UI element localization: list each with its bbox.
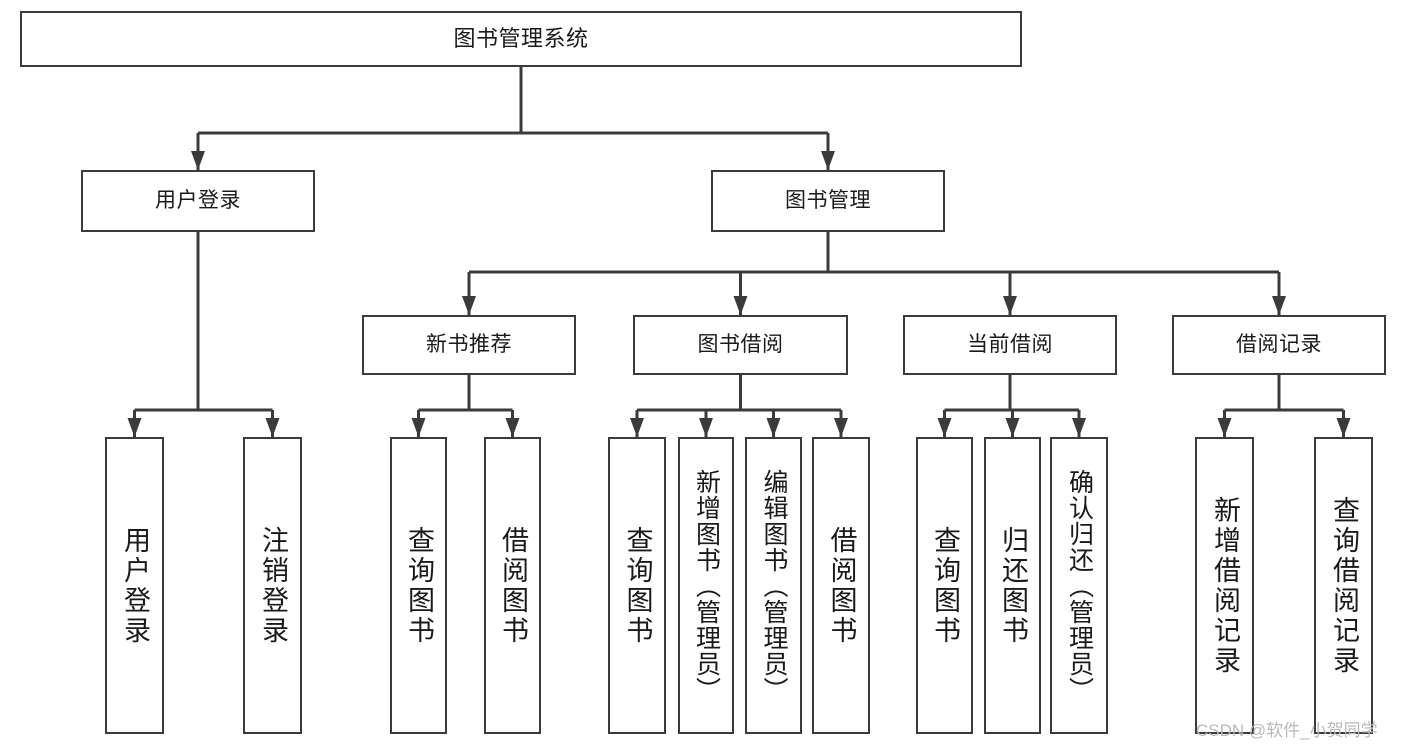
node-leaf-user-login[interactable]: 用户登录 [105,437,164,734]
node-leaf-logout-login-label: 注销登录 [258,525,288,646]
arrowhead-book-borrow-2 [766,418,781,437]
arrowhead-book-management-2 [1003,296,1017,315]
arrowhead-book-borrow-1 [699,418,713,437]
arrowhead-new-book-recommend-1 [505,418,520,437]
node-leaf-edit-book-admin[interactable]: 编辑图书（管理员） [745,437,802,734]
arrowhead-book-borrow-3 [834,418,848,437]
arrowhead-book-management-0 [462,296,476,315]
node-leaf-borrow-book[interactable]: 借阅图书 [812,437,870,734]
node-book-management[interactable]: 图书管理 [711,170,945,232]
node-leaf-query-book-recommend[interactable]: 查询图书 [390,437,447,734]
node-book-borrow-label: 图书借阅 [697,332,784,356]
node-leaf-add-book-admin[interactable]: 新增图书（管理员） [678,437,734,734]
node-leaf-query-book-recommend-label: 查询图书 [404,525,434,646]
node-current-borrow-label: 当前借阅 [967,332,1053,356]
node-leaf-query-borrow-record-label: 查询借阅记录 [1329,495,1359,676]
arrowhead-book-management-3 [1272,296,1286,315]
node-leaf-user-login-label: 用户登录 [120,525,150,646]
node-leaf-query-book-current-label: 查询图书 [930,525,960,646]
node-borrow-record[interactable]: 借阅记录 [1172,315,1386,375]
node-leaf-borrow-book-recommend-label: 借阅图书 [498,525,528,646]
node-leaf-query-book-current[interactable]: 查询图书 [916,437,973,734]
node-leaf-query-book-borrow-label: 查询图书 [622,525,653,646]
node-leaf-add-borrow-record-label: 新增借阅记录 [1210,495,1240,676]
arrowhead-root-0 [191,151,205,170]
node-leaf-borrow-book-recommend[interactable]: 借阅图书 [484,437,541,734]
arrowhead-book-borrow-0 [630,418,644,437]
arrowhead-user-login-0 [127,418,142,437]
node-leaf-edit-book-admin-label: 编辑图书（管理员） [760,468,788,703]
node-leaf-query-borrow-record[interactable]: 查询借阅记录 [1314,437,1373,734]
node-new-book-recommend-label: 新书推荐 [426,332,512,356]
node-leaf-return-book[interactable]: 归还图书 [984,437,1041,734]
node-leaf-confirm-return-admin-label: 确认归还（管理员） [1065,468,1094,703]
node-leaf-confirm-return-admin[interactable]: 确认归还（管理员） [1050,437,1108,734]
node-leaf-borrow-book-label: 借阅图书 [826,525,857,646]
node-root-system-title: 图书管理系统 [20,11,1022,67]
node-current-borrow[interactable]: 当前借阅 [903,315,1117,375]
arrowhead-current-borrow-1 [1005,418,1020,437]
arrowhead-user-login-1 [265,418,280,437]
node-leaf-return-book-label: 归还图书 [998,525,1028,646]
node-root-system-title-label: 图书管理系统 [453,26,589,52]
node-leaf-query-book-borrow[interactable]: 查询图书 [608,437,666,734]
arrowhead-borrow-record-1 [1336,418,1351,437]
node-leaf-add-book-admin-label: 新增图书（管理员） [692,468,721,703]
arrowhead-new-book-recommend-0 [411,418,426,437]
node-leaf-logout-login[interactable]: 注销登录 [243,437,302,734]
arrowhead-root-1 [821,151,835,170]
node-leaf-add-borrow-record[interactable]: 新增借阅记录 [1195,437,1254,734]
node-new-book-recommend[interactable]: 新书推荐 [362,315,576,375]
node-user-login[interactable]: 用户登录 [81,170,315,232]
node-user-login-label: 用户登录 [155,188,241,212]
arrowhead-current-borrow-0 [937,418,952,437]
node-borrow-record-label: 借阅记录 [1236,332,1322,356]
arrowhead-book-management-1 [733,296,748,315]
watermark: CSDN @软件_小贺同学 [1196,721,1378,740]
node-book-borrow[interactable]: 图书借阅 [633,315,848,375]
arrowhead-borrow-record-0 [1217,418,1232,437]
node-book-management-label: 图书管理 [785,188,871,212]
arrowhead-current-borrow-2 [1072,418,1086,437]
